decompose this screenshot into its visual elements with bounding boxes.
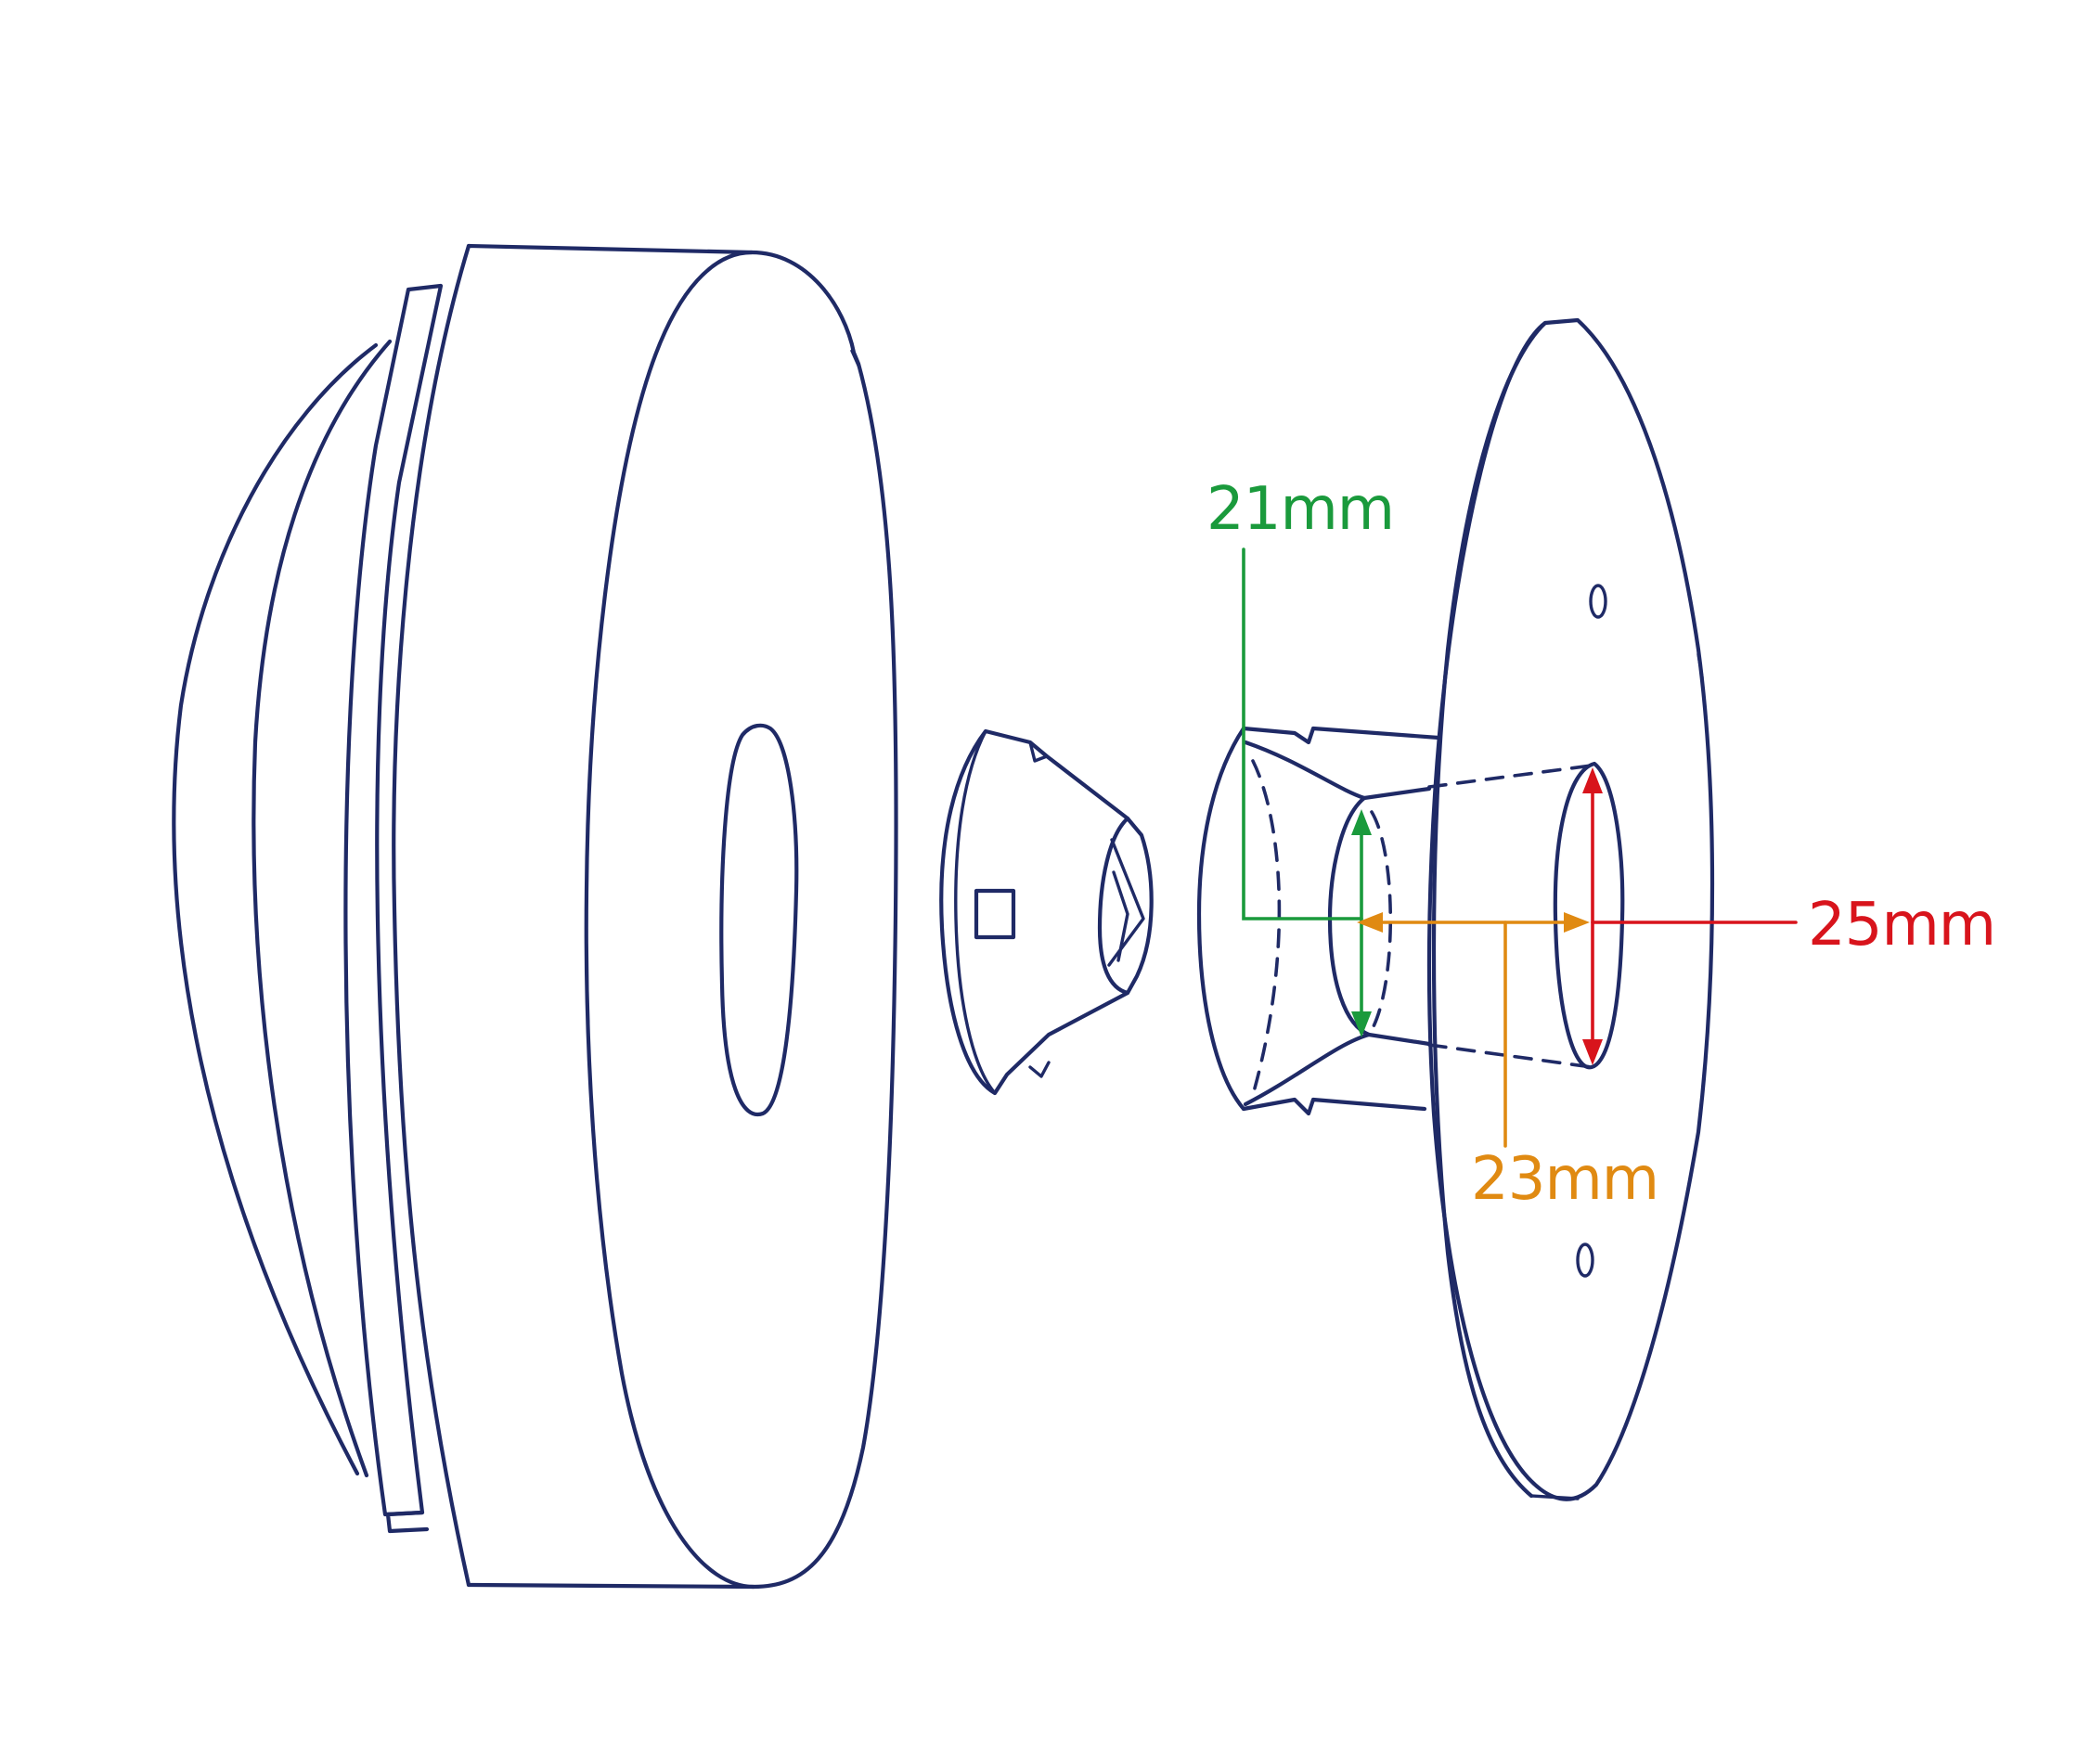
dimension-bore-span: 23mm [1357, 912, 1659, 1214]
bore-span-arrowhead-left [1357, 912, 1383, 933]
bushing-tab-bottom [1028, 1061, 1051, 1078]
bushing-bore-hex-a [1107, 838, 1145, 967]
wheel-back-dome [172, 342, 379, 1476]
dimension-outer-diameter: 25mm [1582, 767, 1996, 1065]
wheel [172, 243, 898, 1590]
hub-front-bore [1553, 761, 1625, 1070]
hub-flange-side-notch [1696, 652, 1704, 679]
hub-mount-hole-bottom [1576, 1243, 1594, 1278]
hub-collar-back [1196, 726, 1246, 1112]
bushing-bore-hex-b [1112, 870, 1129, 962]
bushing-outer-body [939, 728, 1154, 1096]
wheel-rim-top [466, 243, 755, 255]
wheel-center-bore [719, 723, 799, 1117]
bushing-back-rim [954, 729, 997, 1095]
hub-hidden-bottom [1427, 1043, 1593, 1069]
bore-span-label: 23mm [1471, 1145, 1658, 1214]
bushing-front-bore [1097, 816, 1130, 996]
outer-diameter-arrowhead-top [1582, 767, 1603, 793]
tapered-bushing [939, 728, 1154, 1096]
bore-span-arrowhead-right [1564, 912, 1590, 933]
bushing-key-window [974, 888, 1016, 940]
inner-diameter-arrowhead-top [1351, 809, 1372, 835]
wheel-rim-bottom [466, 1582, 756, 1590]
hub-collar-bottom [1241, 1097, 1427, 1116]
hub-taper-top [1243, 740, 1432, 801]
inner-diameter-arrowhead-bottom [1351, 1011, 1372, 1037]
wheel-rim-back-edge [392, 243, 471, 1588]
inner-diameter-leader [1242, 547, 1363, 921]
outer-diameter-label: 25mm [1808, 891, 1995, 959]
hub-flange-back-edge [1431, 320, 1548, 1499]
wheel-flange-step [385, 1510, 430, 1534]
hub-hidden-top [1427, 764, 1593, 789]
wheel-front-face [584, 250, 898, 1590]
hub-flange-bottom-lip [1529, 1494, 1580, 1500]
hub-collar-top [1241, 726, 1441, 745]
wheel-back-dome-inner [252, 339, 393, 1478]
bushing-tab-top [1028, 740, 1049, 763]
inner-diameter-label: 21mm [1206, 475, 1394, 544]
hub-hidden-arc [1251, 759, 1282, 1097]
outer-diameter-arrowhead-bottom [1582, 1039, 1603, 1065]
hub-hidden-bore-arc [1370, 810, 1393, 1032]
dimension-inner-diameter: 21mm [1206, 475, 1395, 1037]
wheel-face-notch [850, 349, 861, 369]
hub-mount-hole-top [1589, 584, 1607, 619]
hub-taper-bottom [1243, 1032, 1432, 1107]
